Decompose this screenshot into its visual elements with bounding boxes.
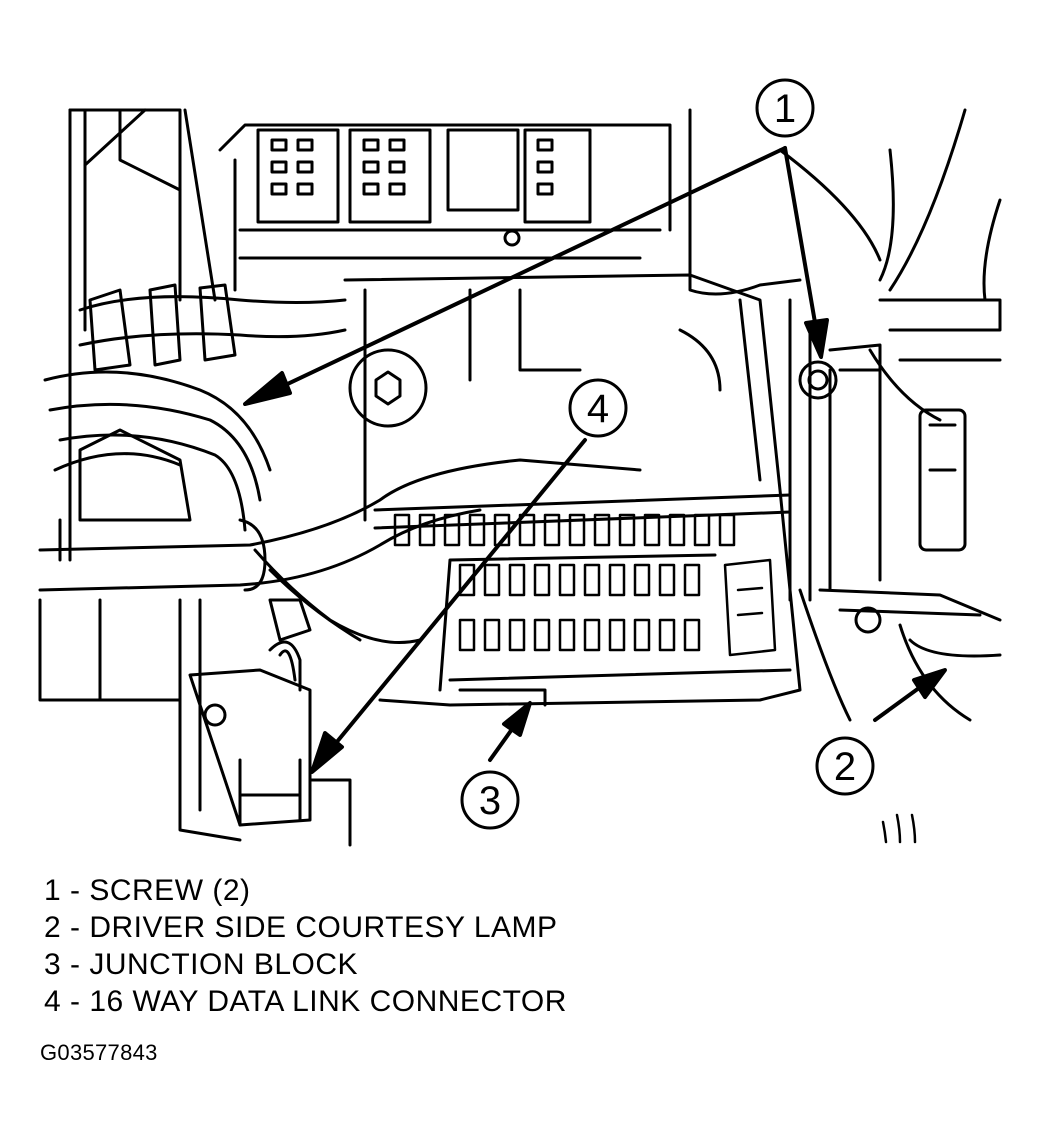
- arrowhead-1b: [806, 320, 827, 357]
- callout-2-number: 2: [834, 745, 856, 789]
- fuse-row-2: [460, 565, 699, 595]
- legend: 1 - SCREW (2) 2 - DRIVER SIDE COURTESY L…: [44, 872, 567, 1020]
- legend-item-courtesy-lamp: 2 - DRIVER SIDE COURTESY LAMP: [44, 911, 558, 944]
- callout-1-number: 1: [774, 87, 796, 131]
- callout-1: 1: [757, 80, 813, 136]
- data-link-connector: [180, 600, 350, 845]
- arrowhead-3: [504, 703, 530, 735]
- arrowhead-2: [914, 670, 945, 697]
- fuse-row-3: [460, 620, 699, 650]
- arrowhead-1a: [245, 373, 290, 404]
- figure-id: G03577843: [40, 1040, 158, 1065]
- callout-2: 2: [817, 738, 873, 794]
- callout-3-number: 3: [479, 779, 501, 823]
- legend-item-screw: 1 - SCREW (2): [44, 874, 251, 907]
- fuse-cavities: [395, 515, 775, 655]
- callout-3: 3: [462, 772, 518, 828]
- trim-panel-right: [690, 110, 1000, 600]
- leader-lines: [245, 148, 945, 772]
- legend-item-data-link-connector: 4 - 16 WAY DATA LINK CONNECTOR: [44, 985, 567, 1018]
- junction-block-illustration: 1 2 3 4: [0, 0, 1040, 860]
- relay-socket: [725, 560, 775, 655]
- junction-block: [345, 275, 836, 705]
- wiring-harness: [40, 285, 640, 700]
- leader-1a: [258, 148, 785, 398]
- dash-panel-left: [70, 110, 215, 560]
- callout-4: 4: [570, 380, 626, 436]
- leader-4: [322, 440, 585, 760]
- leader-1b: [785, 148, 818, 340]
- arrowhead-4: [312, 733, 342, 772]
- callout-4-number: 4: [587, 387, 609, 431]
- relay-bracket: [220, 125, 670, 290]
- courtesy-lamp: [800, 370, 1000, 720]
- hatch-marks: [883, 815, 915, 842]
- legend-item-junction-block: 3 - JUNCTION BLOCK: [44, 948, 359, 981]
